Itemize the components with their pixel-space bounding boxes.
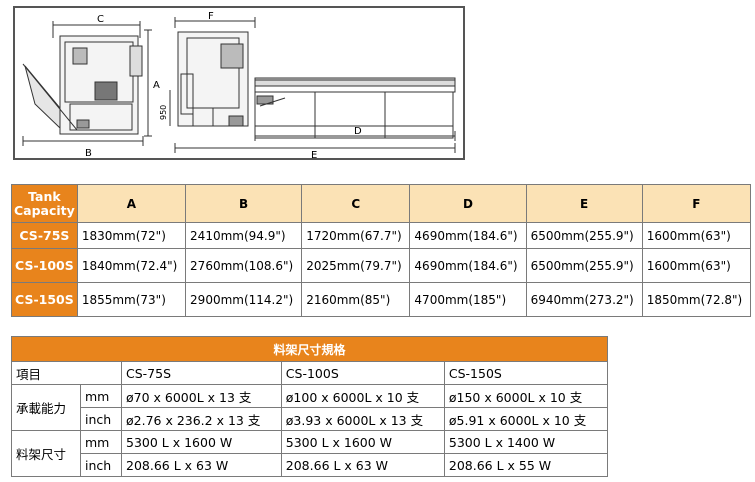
table-cell: 2760mm(108.6") xyxy=(185,248,303,283)
label-a: A xyxy=(153,80,160,91)
dimensions-header-row: Tank Capacity A B C D E F xyxy=(11,184,752,223)
rack-header-row: 項目 CS-75S CS-100S CS-150S xyxy=(11,361,609,385)
table-cell: 6500mm(255.9") xyxy=(525,222,643,249)
label-950: 950 xyxy=(159,105,168,120)
table-row: CS-150S 1855mm(73") 2900mm(114.2") 2160m… xyxy=(11,282,752,317)
table-cell: ø2.76 x 236.2 x 13 支 xyxy=(121,407,282,431)
unit-label: mm xyxy=(80,430,122,454)
rack-spec-table: 料架尺寸規格 項目 CS-75S CS-100S CS-150S 承載能力 mm… xyxy=(11,336,609,477)
table-cell: ø5.91 x 6000L x 10 支 xyxy=(443,407,609,431)
label-f: F xyxy=(208,11,214,22)
table-cell: 208.66 L x 55 W xyxy=(443,453,609,477)
col-header: C xyxy=(301,184,411,223)
label-c: C xyxy=(97,14,104,25)
col-header: CS-75S xyxy=(121,361,282,385)
label-d: D xyxy=(354,126,362,137)
col-header: CS-150S xyxy=(443,361,609,385)
table-cell: ø3.93 x 6000L x 13 支 xyxy=(280,407,445,431)
table-cell: 1720mm(67.7") xyxy=(301,222,411,249)
dimensions-table: Tank Capacity A B C D E F CS-75S 1830mm(… xyxy=(11,184,752,317)
label-e: E xyxy=(311,150,317,161)
rack-size-label: 料架尺寸 xyxy=(11,430,81,477)
model-label: CS-150S xyxy=(11,282,78,317)
model-label: CS-75S xyxy=(11,222,78,249)
capacity-label: 承載能力 xyxy=(11,384,81,431)
label-b: B xyxy=(85,148,92,159)
dimension-drawing: C B A F D E 950 xyxy=(13,6,465,161)
table-cell: 5300 L x 1400 W xyxy=(443,430,609,454)
col-header: CS-100S xyxy=(280,361,445,385)
table-cell: ø70 x 6000L x 13 支 xyxy=(121,384,282,408)
table-cell: 1830mm(72") xyxy=(76,222,187,249)
model-label: CS-100S xyxy=(11,248,78,283)
table-row: inch ø2.76 x 236.2 x 13 支 ø3.93 x 6000L … xyxy=(12,407,609,431)
table-cell: 6940mm(273.2") xyxy=(525,282,643,317)
table-cell: ø150 x 6000L x 10 支 xyxy=(443,384,609,408)
table-cell: 1600mm(63") xyxy=(641,248,752,283)
unit-label: mm xyxy=(80,384,122,408)
table-cell: 5300 L x 1600 W xyxy=(280,430,445,454)
col-header: D xyxy=(409,184,527,223)
rack-table-title: 料架尺寸規格 xyxy=(11,336,608,362)
col-header: F xyxy=(641,184,752,223)
table-row: 料架尺寸 mm 5300 L x 1600 W 5300 L x 1600 W … xyxy=(11,430,609,477)
table-row: CS-100S 1840mm(72.4") 2760mm(108.6") 202… xyxy=(11,248,752,283)
table-row: inch 208.66 L x 63 W 208.66 L x 63 W 208… xyxy=(12,453,609,477)
machine-drawing-svg: C B A F D E 950 xyxy=(22,11,456,161)
tank-capacity-header: Tank Capacity xyxy=(11,184,78,223)
table-row: CS-75S 1830mm(72") 2410mm(94.9") 1720mm(… xyxy=(11,222,752,249)
table-cell: 2025mm(79.7") xyxy=(301,248,411,283)
table-cell: 4700mm(185") xyxy=(409,282,527,317)
table-cell: 1850mm(72.8") xyxy=(641,282,752,317)
table-cell: 2160mm(85") xyxy=(301,282,411,317)
table-cell: 4690mm(184.6") xyxy=(409,248,527,283)
table-cell: 2410mm(94.9") xyxy=(185,222,303,249)
unit-label: inch xyxy=(80,453,122,477)
table-cell: ø100 x 6000L x 10 支 xyxy=(280,384,445,408)
table-cell: 208.66 L x 63 W xyxy=(280,453,445,477)
table-cell: 208.66 L x 63 W xyxy=(121,453,282,477)
table-cell: 5300 L x 1600 W xyxy=(121,430,282,454)
table-row: 承載能力 mm ø70 x 6000L x 13 支 ø100 x 6000L … xyxy=(11,384,609,431)
table-cell: 1600mm(63") xyxy=(641,222,752,249)
col-header: E xyxy=(525,184,643,223)
unit-label: inch xyxy=(80,407,122,431)
table-cell: 1855mm(73") xyxy=(76,282,187,317)
col-header: A xyxy=(76,184,187,223)
table-cell: 6500mm(255.9") xyxy=(525,248,643,283)
table-cell: 4690mm(184.6") xyxy=(409,222,527,249)
table-cell: 2900mm(114.2") xyxy=(185,282,303,317)
col-header: B xyxy=(185,184,303,223)
table-cell: 1840mm(72.4") xyxy=(76,248,187,283)
item-header: 項目 xyxy=(11,361,122,385)
